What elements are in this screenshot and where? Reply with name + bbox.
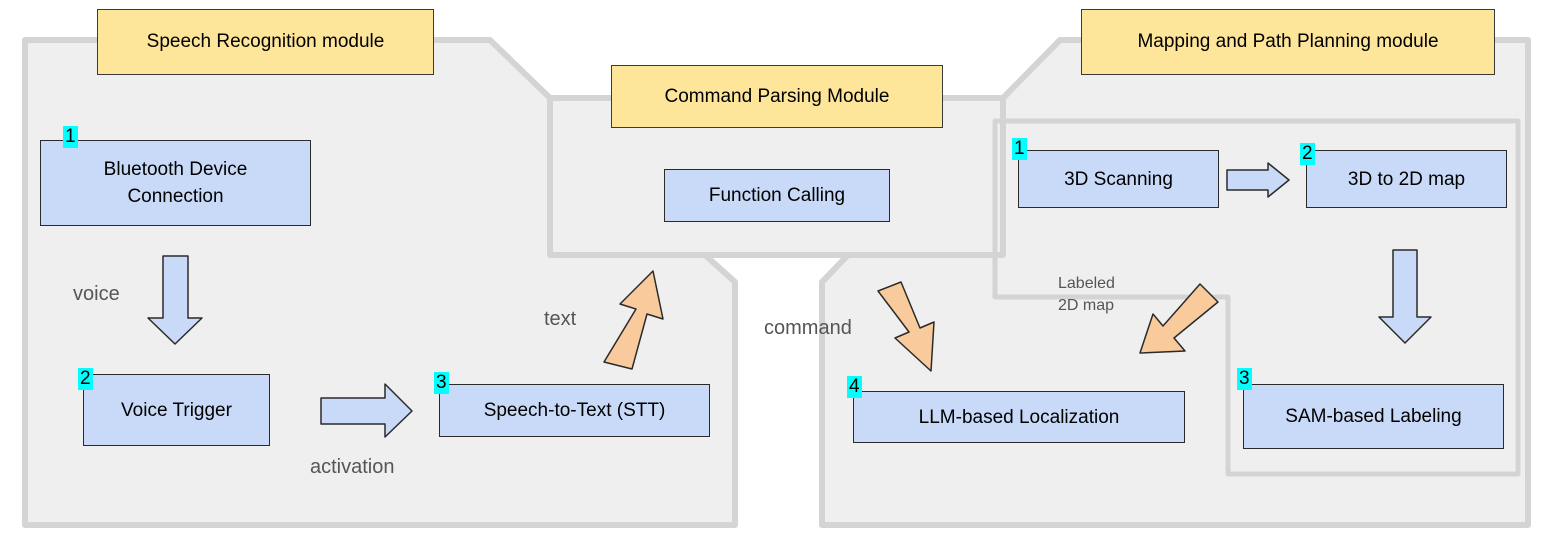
arrow-down-map-to-sam [1378, 249, 1432, 344]
edge-label-voice: voice [73, 283, 120, 305]
step-number-badge: 3 [1237, 368, 1252, 390]
step-number-badge: 4 [847, 376, 862, 398]
step-number-badge: 1 [1012, 138, 1027, 160]
step-number-badge: 1 [63, 126, 78, 148]
step-voice-trigger: Voice Trigger [83, 374, 270, 446]
arrow-labeled-map [1139, 283, 1219, 354]
step-llm-based-localization: LLM-based Localization [853, 391, 1185, 443]
step-number-badge: 3 [434, 372, 449, 394]
step-label: 3D to 2D map [1347, 168, 1466, 190]
parsing-module-title: Command Parsing Module [611, 65, 943, 128]
step-label: Speech-to-Text (STT) [483, 400, 666, 421]
mapping-module-title: Mapping and Path Planning module [1081, 9, 1495, 75]
step-number-badge: 2 [1300, 143, 1315, 165]
step-bluetooth-device-connection: Bluetooth Device Connection [40, 140, 311, 226]
arrow-down-voice [147, 255, 203, 345]
step-3d-to-2d-map: 3D to 2D map [1306, 150, 1507, 208]
arrow-right-activation [320, 383, 413, 438]
edge-label-line-1: Labeled [1058, 275, 1115, 292]
arrow-up-text [603, 270, 664, 370]
arrow-down-command [877, 281, 935, 372]
edge-label-command: command [764, 317, 852, 339]
edge-label-activation: activation [310, 456, 395, 478]
step-sam-based-labeling: SAM-based Labeling [1243, 384, 1504, 449]
edge-label-line-2: 2D map [1058, 297, 1115, 314]
edge-label-labeled-2d-map: Labeled 2D map [1058, 273, 1115, 317]
mapping-inner-region [992, 118, 1521, 477]
step-speech-to-text: Speech-to-Text (STT) [439, 384, 710, 437]
step-function-calling: Function Calling [664, 169, 890, 222]
edge-label-text: text [544, 308, 577, 330]
step-label: 3D Scanning [1064, 168, 1173, 190]
step-number-badge: 2 [78, 368, 93, 390]
step-label: Bluetooth Device Connection [103, 159, 248, 207]
speech-module-title: Speech Recognition module [97, 9, 434, 75]
arrow-right-scan-to-map [1226, 162, 1290, 198]
step-label: Function Calling [708, 185, 846, 206]
step-3d-scanning: 3D Scanning [1018, 150, 1219, 208]
step-label: SAM-based Labeling [1285, 406, 1462, 427]
step-label: Voice Trigger [121, 399, 232, 421]
step-label: LLM-based Localization [918, 406, 1120, 428]
